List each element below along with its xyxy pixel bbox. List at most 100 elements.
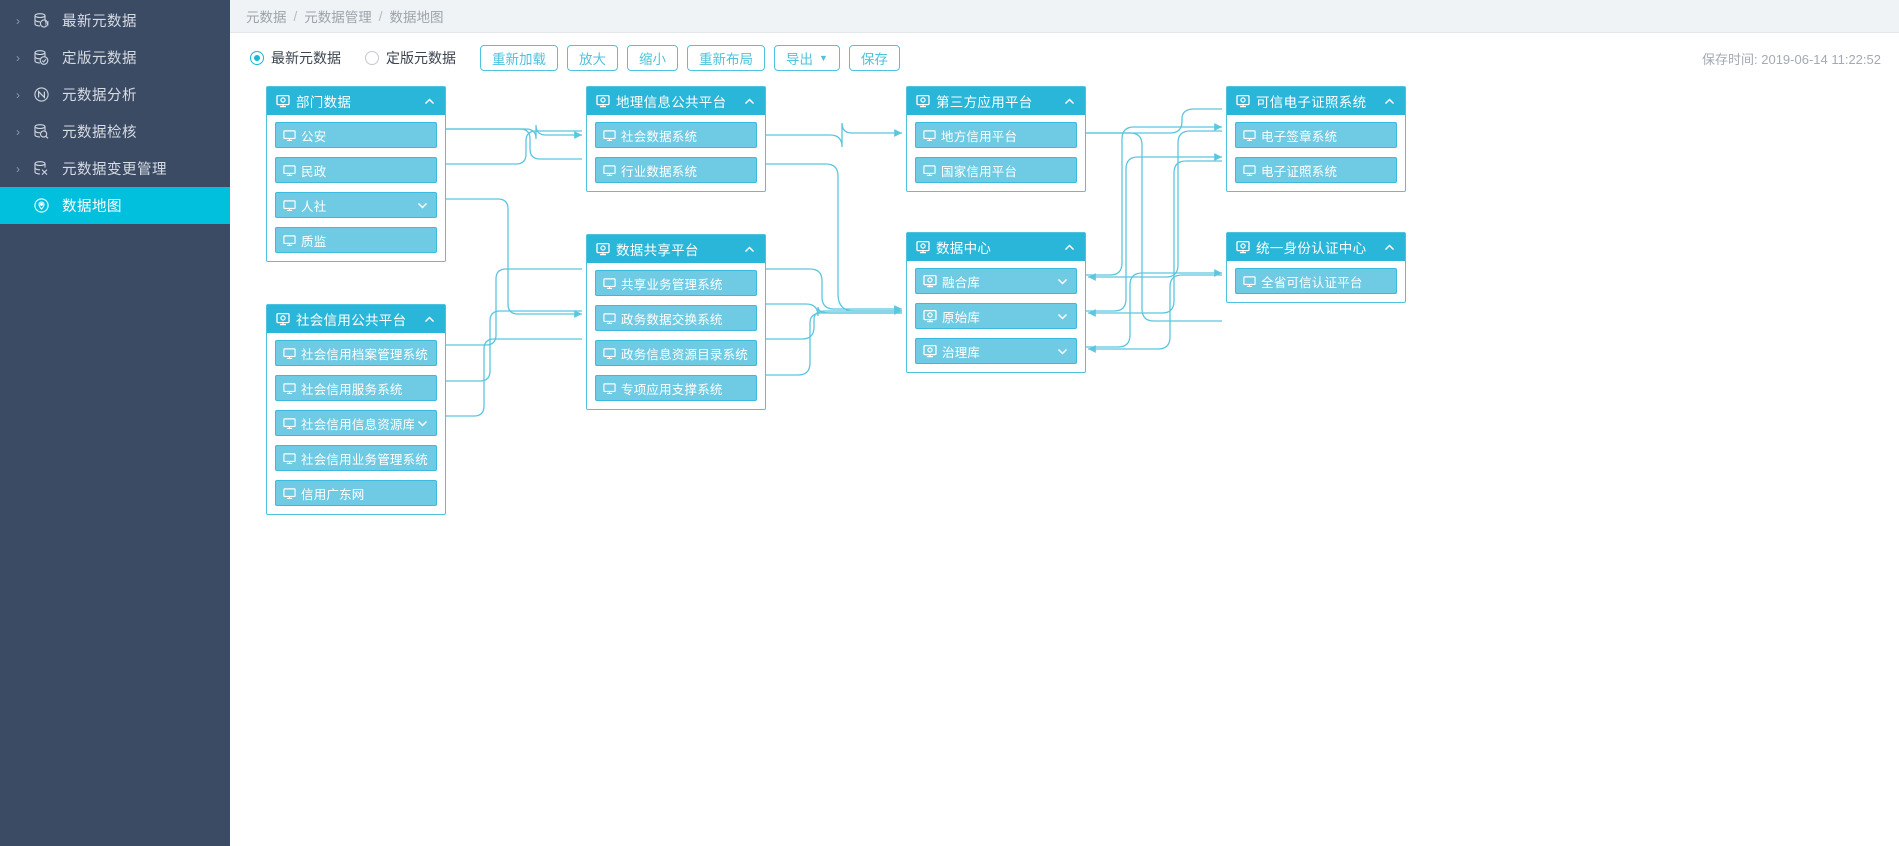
sidebar-item-label: 最新元数据 bbox=[62, 14, 137, 30]
sidebar-item-5[interactable]: 数据地图 bbox=[0, 187, 230, 224]
chevron-up-icon[interactable] bbox=[1061, 94, 1077, 109]
sidebar-item-4[interactable]: ›元数据变更管理 bbox=[0, 150, 230, 187]
reload-button[interactable]: 重新加载 bbox=[480, 45, 558, 71]
export-button[interactable]: 导出 ▼ bbox=[774, 45, 840, 71]
group-title: 数据共享平台 bbox=[616, 243, 699, 258]
diagram-node[interactable]: 公安 bbox=[275, 122, 437, 148]
chevron-down-icon[interactable] bbox=[414, 198, 430, 213]
chevron-up-icon[interactable] bbox=[1381, 94, 1397, 109]
save-button[interactable]: 保存 bbox=[848, 45, 900, 71]
diagram-node[interactable]: 人社 bbox=[275, 192, 437, 218]
breadcrumb-item-1[interactable]: 元数据管理 bbox=[304, 10, 372, 25]
group-header[interactable]: 统一身份认证中心 bbox=[1227, 233, 1405, 261]
diagram-node[interactable]: 社会信用业务管理系统 bbox=[275, 445, 437, 471]
diagram-node[interactable]: 政务数据交换系统 bbox=[595, 305, 757, 331]
diagram-node[interactable]: 地方信用平台 bbox=[915, 122, 1077, 148]
chevron-up-icon[interactable] bbox=[421, 312, 437, 327]
diagram-node[interactable]: 社会信用服务系统 bbox=[275, 375, 437, 401]
diagram-node[interactable]: 行业数据系统 bbox=[595, 157, 757, 183]
diagram-group-identity-center[interactable]: 统一身份认证中心全省可信认证平台 bbox=[1226, 232, 1406, 303]
sidebar-item-1[interactable]: ›定版元数据 bbox=[0, 39, 230, 76]
diagram-node[interactable]: 共享业务管理系统 bbox=[595, 270, 757, 296]
chevron-up-icon[interactable] bbox=[741, 242, 757, 257]
chevron-down-icon[interactable] bbox=[1054, 344, 1070, 359]
node-label: 社会信用业务管理系统 bbox=[301, 452, 429, 467]
toolbar: 最新元数据 定版元数据 重新加载 放大 缩小 重新布局 导出 ▼ 保存 保存时间… bbox=[230, 39, 1899, 77]
group-header[interactable]: 第三方应用平台 bbox=[907, 87, 1085, 115]
diagram-node[interactable]: 社会数据系统 bbox=[595, 122, 757, 148]
diagram-node[interactable]: 全省可信认证平台 bbox=[1235, 268, 1397, 294]
breadcrumb-item-0[interactable]: 元数据 bbox=[246, 10, 287, 25]
diagram-node[interactable]: 原始库 bbox=[915, 303, 1077, 329]
group-header[interactable]: 部门数据 bbox=[267, 87, 445, 115]
chevron-up-icon[interactable] bbox=[1061, 240, 1077, 255]
diagram-node[interactable]: 专项应用支撑系统 bbox=[595, 375, 757, 401]
diagram-node[interactable]: 民政 bbox=[275, 157, 437, 183]
group-header[interactable]: 可信电子证照系统 bbox=[1227, 87, 1405, 115]
reload-button-label: 重新加载 bbox=[492, 52, 546, 67]
sidebar-item-label: 数据地图 bbox=[62, 199, 122, 215]
breadcrumb-item-2[interactable]: 数据地图 bbox=[389, 10, 444, 25]
diagram-node[interactable]: 社会信用信息资源库 bbox=[275, 410, 437, 436]
diagram-group-dept[interactable]: 部门数据公安民政人社质监 bbox=[266, 86, 446, 262]
diagram-canvas[interactable]: 部门数据公安民政人社质监社会信用公共平台社会信用档案管理系统社会信用服务系统社会… bbox=[230, 79, 1899, 846]
radio-versioned-metadata[interactable]: 定版元数据 bbox=[365, 48, 470, 68]
diagram-node[interactable]: 电子签章系统 bbox=[1235, 122, 1397, 148]
group-title: 部门数据 bbox=[296, 95, 352, 110]
zoom-out-button[interactable]: 缩小 bbox=[627, 45, 678, 71]
radio-dot-icon bbox=[250, 51, 264, 65]
chevron-up-icon[interactable] bbox=[421, 94, 437, 109]
diagram-group-third-party[interactable]: 第三方应用平台地方信用平台国家信用平台 bbox=[906, 86, 1086, 192]
node-group-icon bbox=[923, 309, 937, 323]
sidebar-item-3[interactable]: ›元数据检核 bbox=[0, 113, 230, 150]
group-monitor-icon bbox=[1236, 94, 1250, 108]
node-label: 社会信用信息资源库 bbox=[301, 417, 414, 432]
diagram-node[interactable]: 信用广东网 bbox=[275, 480, 437, 506]
sidebar-item-2[interactable]: ›元数据分析 bbox=[0, 76, 230, 113]
node-label: 社会数据系统 bbox=[621, 129, 698, 144]
monitor-icon bbox=[603, 129, 616, 142]
diagram-node[interactable]: 治理库 bbox=[915, 338, 1077, 364]
diagram-node[interactable]: 质监 bbox=[275, 227, 437, 253]
diagram-node[interactable]: 政务信息资源目录系统 bbox=[595, 340, 757, 366]
breadcrumb-separator: / bbox=[293, 8, 298, 24]
relayout-button[interactable]: 重新布局 bbox=[687, 45, 765, 71]
breadcrumb-separator: / bbox=[378, 8, 383, 24]
node-label: 行业数据系统 bbox=[621, 164, 698, 179]
group-monitor-icon bbox=[276, 94, 290, 108]
diagram-group-data-center[interactable]: 数据中心融合库原始库治理库 bbox=[906, 232, 1086, 373]
chevron-up-icon[interactable] bbox=[741, 94, 757, 109]
diagram-group-share-platform[interactable]: 数据共享平台共享业务管理系统政务数据交换系统政务信息资源目录系统专项应用支撑系统 bbox=[586, 234, 766, 410]
map-pin-icon bbox=[28, 197, 54, 214]
group-header[interactable]: 数据共享平台 bbox=[587, 235, 765, 263]
database-search-icon bbox=[28, 123, 54, 140]
group-header[interactable]: 数据中心 bbox=[907, 233, 1085, 261]
zoom-in-button[interactable]: 放大 bbox=[567, 45, 618, 71]
radio-latest-metadata[interactable]: 最新元数据 bbox=[250, 48, 355, 68]
node-group-icon bbox=[923, 274, 937, 288]
chevron-down-icon[interactable] bbox=[414, 416, 430, 431]
chevron-down-icon[interactable] bbox=[1054, 274, 1070, 289]
monitor-icon bbox=[603, 164, 616, 177]
zoom-out-button-label: 缩小 bbox=[639, 52, 666, 67]
diagram-group-e-license[interactable]: 可信电子证照系统电子签章系统电子证照系统 bbox=[1226, 86, 1406, 192]
monitor-icon bbox=[283, 164, 296, 177]
chevron-down-icon[interactable] bbox=[1054, 309, 1070, 324]
diagram-group-credit-platform[interactable]: 社会信用公共平台社会信用档案管理系统社会信用服务系统社会信用信息资源库社会信用业… bbox=[266, 304, 446, 515]
group-title: 第三方应用平台 bbox=[936, 95, 1033, 110]
diagram-node[interactable]: 国家信用平台 bbox=[915, 157, 1077, 183]
group-header[interactable]: 社会信用公共平台 bbox=[267, 305, 445, 333]
node-label: 地方信用平台 bbox=[941, 129, 1018, 144]
diagram-node[interactable]: 社会信用档案管理系统 bbox=[275, 340, 437, 366]
diagram-node[interactable]: 电子证照系统 bbox=[1235, 157, 1397, 183]
radio-versioned-metadata-label: 定版元数据 bbox=[386, 50, 456, 66]
group-title: 可信电子证照系统 bbox=[1256, 95, 1367, 110]
diagram-node[interactable]: 融合库 bbox=[915, 268, 1077, 294]
chevron-up-icon[interactable] bbox=[1381, 240, 1397, 255]
group-header[interactable]: 地理信息公共平台 bbox=[587, 87, 765, 115]
database-check-icon bbox=[28, 49, 54, 66]
diagram-group-geo-platform[interactable]: 地理信息公共平台社会数据系统行业数据系统 bbox=[586, 86, 766, 192]
node-label: 政务数据交换系统 bbox=[621, 312, 723, 327]
